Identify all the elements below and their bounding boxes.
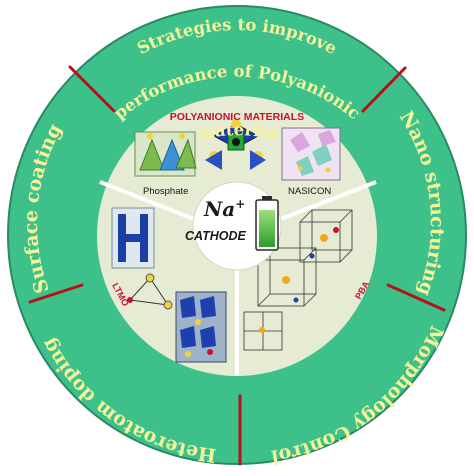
- pba-ions: [259, 227, 339, 333]
- divider-top-left: [68, 65, 116, 113]
- divider-left: [28, 283, 84, 304]
- ring-dividers: [28, 65, 446, 466]
- battery-icon: [255, 196, 279, 251]
- ltmo-structure: [111, 207, 227, 363]
- divider-right: [386, 283, 446, 312]
- strategy-title-line3: material: [195, 120, 279, 144]
- center-cathode-label: CATHODE: [185, 229, 247, 243]
- center-ion: Na+: [203, 197, 245, 221]
- label-phosphate: Phosphate: [143, 186, 188, 197]
- label-nasicon: NASICON: [288, 186, 331, 197]
- polyanion-unit: [205, 119, 266, 170]
- nasicon-structure: [281, 127, 341, 181]
- label-polyanionic: POLYANIONIC MATERIALS: [170, 111, 304, 123]
- divider-top-right: [361, 66, 407, 113]
- phosphate-structure: [134, 131, 197, 177]
